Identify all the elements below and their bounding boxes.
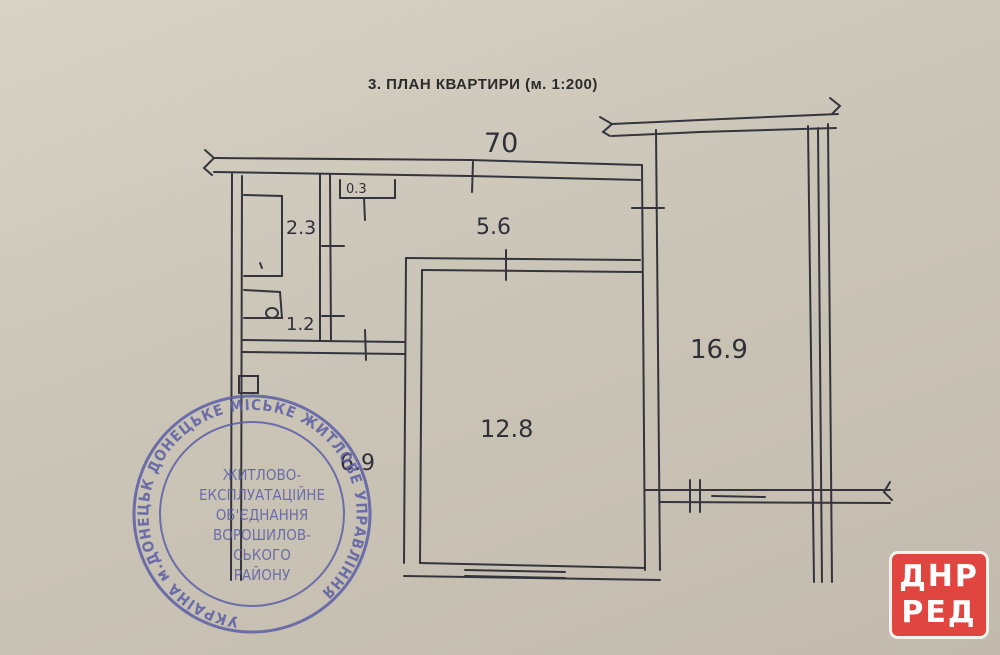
toilet-area-label: 2.3 <box>286 217 316 239</box>
stamp-line-2: ЕКСПЛУАТАЦІЙНЕ <box>199 485 325 504</box>
stamp-line-3: ОБ'ЄДНАННЯ <box>216 506 309 524</box>
stamp-line-4: ВОРОШИЛОВ- <box>213 526 311 544</box>
room-2-area-label: 16.9 <box>690 335 748 365</box>
document-title: 3. ПЛАН КВАРТИРИ (м. 1:200) <box>368 76 598 93</box>
closet-area-label: 0.3 <box>346 182 367 197</box>
official-stamp: УКРАЇНА м.ДОНЕЦЬК ДОНЕЦЬКЕ МІСЬКЕ ЖИТЛОВ… <box>132 394 372 634</box>
plan-walls <box>202 97 893 583</box>
plan-labels: 70 5.6 0.3 2.3 1.2 6.9 12.8 16.9 <box>286 128 748 476</box>
logo-line-2: РЕД <box>901 595 977 630</box>
logo-line-1: ДНР <box>899 559 979 594</box>
stamp-line-6: РАЙОНУ <box>234 565 290 584</box>
top-dimension-label: 70 <box>484 128 518 159</box>
room-1-area-label: 12.8 <box>480 415 533 443</box>
bath-area-label: 1.2 <box>286 314 315 335</box>
stamp-line-1: ЖИТЛОВО- <box>223 466 302 484</box>
corridor-area-label: 5.6 <box>476 215 511 240</box>
stamp-line-5: СЬКОГО <box>233 546 291 564</box>
dnr-red-watermark-logo: ДНР РЕД <box>889 551 989 639</box>
